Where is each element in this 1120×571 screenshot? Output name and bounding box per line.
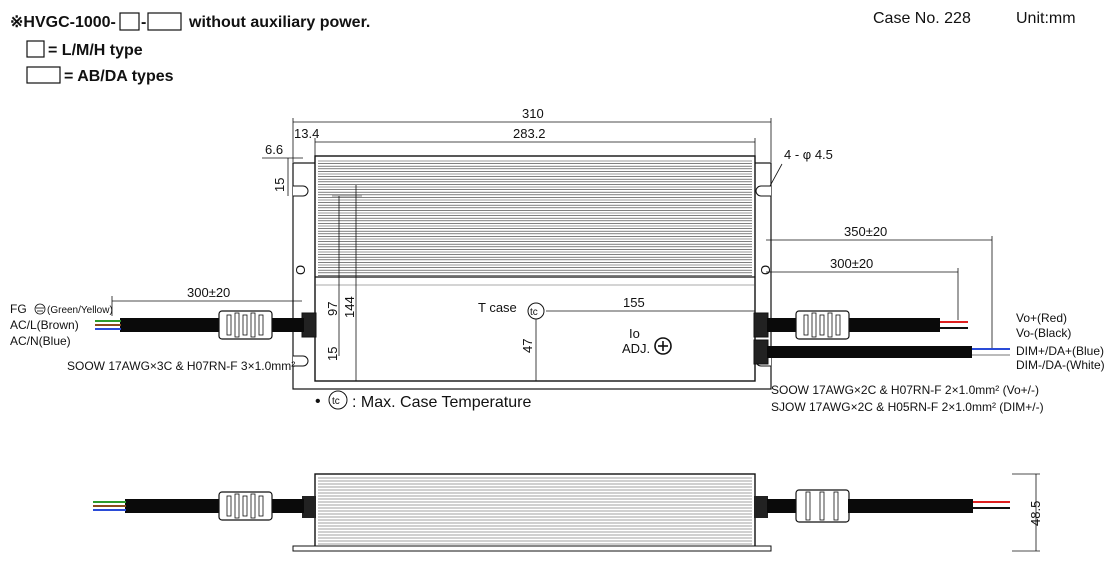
dim-flange: 13.4 xyxy=(294,126,319,141)
legend-box-large xyxy=(26,66,61,84)
output-cable-spec-1: SOOW 17AWG×2C & H07RN-F 2×1.0mm² (Vo+/-) xyxy=(771,383,1039,397)
side-output-cable-a xyxy=(767,499,797,513)
dim-cable xyxy=(767,346,972,358)
dim-output-short: 300±20 xyxy=(830,256,873,271)
output-gland-lower xyxy=(753,339,769,365)
tc-symbol xyxy=(527,302,545,320)
top-view: O O 310 283.2 13.4 6.6 15 4 - φ 4.5 97 1… xyxy=(10,106,1105,414)
dim-thickness: 48.5 xyxy=(1028,501,1043,526)
slot-top-right xyxy=(755,185,771,197)
side-output-gland xyxy=(754,496,768,518)
side-output-connector xyxy=(795,489,850,523)
fg-color-label: (Green/Yellow) xyxy=(47,305,113,316)
acl-label: AC/L(Brown) xyxy=(10,318,79,332)
side-input-cable-left xyxy=(125,499,220,513)
input-cable-right xyxy=(272,318,304,332)
acn-label: AC/N(Blue) xyxy=(10,334,71,348)
io-label: Io xyxy=(629,326,640,341)
unit-label: Unit:mm xyxy=(1016,10,1076,27)
dim-height-144: 144 xyxy=(342,296,357,318)
side-input-connector xyxy=(218,491,273,521)
vo-minus-label: Vo-(Black) xyxy=(1016,326,1071,340)
side-heatsink-ribs xyxy=(318,477,752,545)
legend-box-small xyxy=(26,40,45,58)
tc-symbol-text: tc xyxy=(530,307,538,318)
output-connector xyxy=(795,310,850,340)
side-view: 48.5 xyxy=(93,473,1043,552)
tc-note-symbol xyxy=(328,390,348,410)
legend-small-type: = L/M/H type xyxy=(48,42,143,59)
dim-plus-label: DIM+/DA+(Blue) xyxy=(1016,344,1104,358)
dim-minus-label: DIM-/DA-(White) xyxy=(1016,358,1105,372)
mount-hole-spec: 4 - φ 4.5 xyxy=(784,147,833,162)
case-body xyxy=(314,155,756,382)
adj-label: ADJ. xyxy=(622,341,650,356)
o-mark-right: O xyxy=(758,265,773,275)
slot-top-left xyxy=(293,185,309,197)
o-mark-left: O xyxy=(293,265,308,275)
legend-large-type: = AB/DA types xyxy=(64,68,174,85)
output-gland-upper xyxy=(753,312,769,338)
tc-note-symbol-text: tc xyxy=(332,396,340,407)
dim-input-cable: 300±20 xyxy=(187,285,230,300)
dim-slot-height: 15 xyxy=(272,178,287,192)
type-box-small xyxy=(119,12,140,31)
side-flange xyxy=(292,545,772,552)
dim-overall-length: 310 xyxy=(522,106,544,121)
tc-note: : Max. Case Temperature xyxy=(352,394,531,411)
input-gland xyxy=(301,312,317,338)
bullet: • xyxy=(315,393,321,410)
dim-height-47: 47 xyxy=(520,339,535,353)
dim-body-length: 283.2 xyxy=(513,126,546,141)
model-suffix: without auxiliary power. xyxy=(188,14,370,31)
dim-height-97: 97 xyxy=(325,302,340,316)
model-prefix: ※HVGC-1000- xyxy=(10,14,116,31)
dim-slot-offset: 6.6 xyxy=(265,142,283,157)
side-output-cable-b xyxy=(848,499,973,513)
dim-height-15: 15 xyxy=(325,347,340,361)
output-cable-spec-2: SJOW 17AWG×2C & H05RN-F 2×1.0mm² (DIM+/-… xyxy=(771,400,1044,414)
output-cable-b xyxy=(848,318,940,332)
vo-plus-label: Vo+(Red) xyxy=(1016,311,1067,325)
model-dash: - xyxy=(141,14,146,31)
header: ※HVGC-1000- - without auxiliary power. =… xyxy=(10,10,1076,85)
input-cable-left xyxy=(120,318,220,332)
ground-icon xyxy=(34,303,46,315)
case-number: Case No. 228 xyxy=(873,10,971,27)
heatsink-fins xyxy=(318,160,752,276)
dim-output-long: 350±20 xyxy=(844,224,887,239)
fg-label: FG xyxy=(10,302,27,316)
side-input-gland xyxy=(302,496,316,518)
tcase-label: T case xyxy=(478,300,517,315)
output-cable-a xyxy=(767,318,797,332)
input-connector xyxy=(218,310,273,340)
type-box-large xyxy=(147,12,182,31)
side-input-cable-right xyxy=(272,499,304,513)
input-cable-spec: SOOW 17AWG×3C & H07RN-F 3×1.0mm² xyxy=(67,359,295,373)
dim-tcase-distance: 155 xyxy=(623,295,645,310)
slot-bottom-left xyxy=(293,355,309,367)
